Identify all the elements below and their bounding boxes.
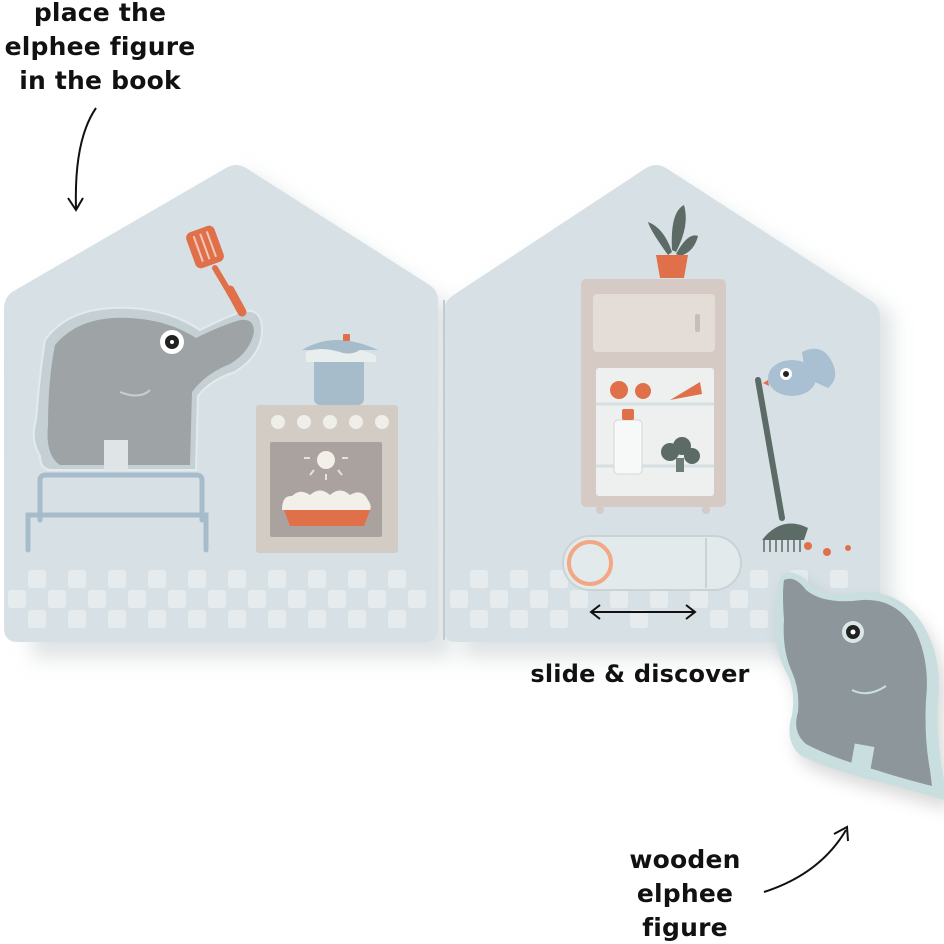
annotation-line: place the [33,0,167,27]
arrow-to-book-icon [67,107,97,212]
slide-discover-annotation: slide & discover [530,660,750,688]
pot [302,334,378,405]
slide-and-discover-slider[interactable] [562,535,742,591]
arrow-to-figure-icon [763,825,849,893]
annotation-line: figure [642,913,728,942]
broom [755,377,851,556]
wooden-elephant-figure[interactable] [775,572,944,800]
spatula [186,225,247,317]
slide-direction-arrow-icon [589,604,697,620]
plant [648,205,698,278]
bird [763,348,836,396]
oven [256,405,398,553]
left-page [4,165,438,642]
wooden-figure-annotation: wooden elphee figure [600,843,770,944]
place-figure-annotation: place the elphee figure in the book [0,0,200,98]
annotation-line: elphee figure [4,32,196,61]
annotation-line: elphee [636,879,734,908]
right-page [443,165,880,642]
fridge [581,279,726,514]
elephant-slot[interactable] [32,306,264,471]
annotation-line: wooden [629,845,741,874]
stool [25,472,209,553]
annotation-line: in the book [19,66,181,95]
